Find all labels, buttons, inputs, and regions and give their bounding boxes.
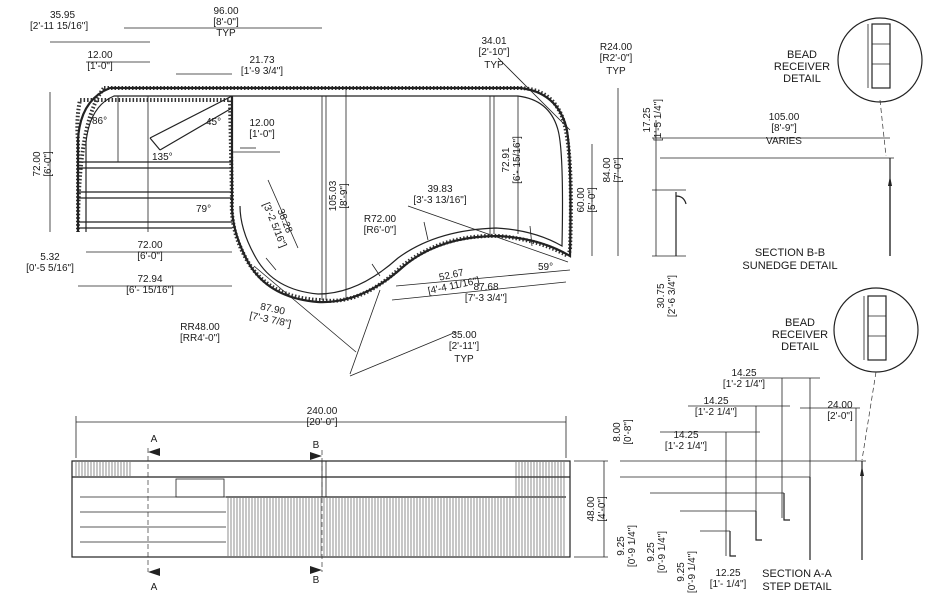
elevation-hatching xyxy=(75,462,565,556)
dim-72-bottom: 72.00[6'-0"] xyxy=(137,240,163,262)
angle-86: 86° xyxy=(92,116,107,127)
section-a-arrow-bottom xyxy=(148,568,160,576)
dim-240: 240.00[20'-0"] xyxy=(306,406,337,428)
angle-59: 59° xyxy=(538,262,553,273)
dim-5-32: 5.32[0'-5 5/16"] xyxy=(26,252,74,274)
dim-72-91: 72.91[6'- 15/16"] xyxy=(501,136,523,184)
dim-39-83: 39.83[3'-3 13/16"] xyxy=(413,184,466,206)
dim-48: 48.00[4'-0"] xyxy=(586,496,608,522)
dim-14-25-b: 14.25[1'-2 1/4"] xyxy=(695,396,737,418)
bead-receiver-detail-circle-bottom xyxy=(833,287,919,373)
bead-receiver-detail-circle-top xyxy=(837,17,923,103)
pool-outline xyxy=(75,86,573,303)
dim-12-top: 12.00[1'-0"] xyxy=(87,50,113,72)
dim-rr48: RR48.00[RR4'-0"] xyxy=(180,322,220,344)
dim-84: 84.00[7'-0"] xyxy=(602,157,624,183)
section-b-arrow-top xyxy=(310,452,322,460)
dim-96: 96.00[8'-0"]TYP xyxy=(213,6,239,39)
dim-9-25-a: 9.25[0'-9 1/4"] xyxy=(616,525,638,567)
dim-r24: R24.00[R2'-0"]TYP xyxy=(600,42,633,77)
dim-30-75: 30.75[2'-6 3/4"] xyxy=(656,275,678,317)
bead-receiver-profile-top xyxy=(867,23,891,89)
dim-105-03: 105.03[8'-9"] xyxy=(328,180,350,211)
plan-dimensions xyxy=(49,27,619,377)
dim-17-25: 17.25[1'-5 1/4"] xyxy=(642,99,664,141)
dim-105: 105.00[8'-9"]VARIES xyxy=(766,112,802,147)
dim-r72: R72.00[R6'-0"] xyxy=(364,214,397,236)
bead-receiver-profile-bottom xyxy=(863,295,887,361)
section-a-label-bottom: A xyxy=(151,582,158,593)
dim-12-25: 12.25[1'- 1/4"] xyxy=(710,568,747,590)
dim-72-94: 72.94[6'- 15/16"] xyxy=(126,274,174,296)
dim-87-90: 87.90[7'-3 7/8"] xyxy=(248,300,294,330)
elevation-view: 240.00[20'-0"] A A B B 48.00[4'-0"] xyxy=(71,406,608,593)
angle-135: 135° xyxy=(152,152,173,163)
pool-inner-wall xyxy=(85,95,564,295)
dim-24: 24.00[2'-0"] xyxy=(827,400,853,422)
dim-12-mid: 12.00[1'-0"] xyxy=(249,118,275,140)
section-a-arrow-top xyxy=(148,448,160,456)
section-bb-arrow xyxy=(888,176,892,186)
dim-72-left: 72.00[6'-0"] xyxy=(32,151,54,177)
dim-60: 60.00[5'-0"] xyxy=(576,187,598,213)
dim-34-01: 34.01[2'-10"]TYP xyxy=(478,36,509,71)
section-a-label-top: A xyxy=(151,434,158,445)
angle-45: 45° xyxy=(206,117,221,128)
elevation-outline xyxy=(71,460,571,558)
plan-text: 35.95[2'-11 15/16"] 96.00[8'-0"]TYP 12.0… xyxy=(26,6,632,365)
pool-outer-wall xyxy=(76,86,572,304)
plan-view: 35.95[2'-11 15/16"] 96.00[8'-0"]TYP 12.0… xyxy=(26,6,633,377)
dim-9-25-c: 9.25[0'-9 1/4"] xyxy=(676,551,698,593)
dim-14-25-c: 14.25[1'-2 1/4"] xyxy=(665,430,707,452)
dim-9-25-b: 9.25[0'-9 1/4"] xyxy=(646,531,668,573)
dim-14-25-a: 14.25[1'-2 1/4"] xyxy=(723,368,765,390)
dim-8: 8.00[0'-8"] xyxy=(612,419,634,445)
section-b-arrow-bottom xyxy=(310,566,322,574)
dim-21-73: 21.73[1'-9 3/4"] xyxy=(241,55,283,77)
dim-35-95: 35.95[2'-11 15/16"] xyxy=(30,10,88,32)
panel-seams xyxy=(240,96,533,300)
section-b-label-top: B xyxy=(313,440,320,451)
section-b-label-bottom: B xyxy=(313,575,320,586)
angle-79: 79° xyxy=(196,204,211,215)
dim-87-68: 87.68[7'-3 3/4"] xyxy=(465,282,507,304)
steps xyxy=(78,95,233,232)
dim-35: 35.00[2'-11"]TYP xyxy=(449,330,480,365)
